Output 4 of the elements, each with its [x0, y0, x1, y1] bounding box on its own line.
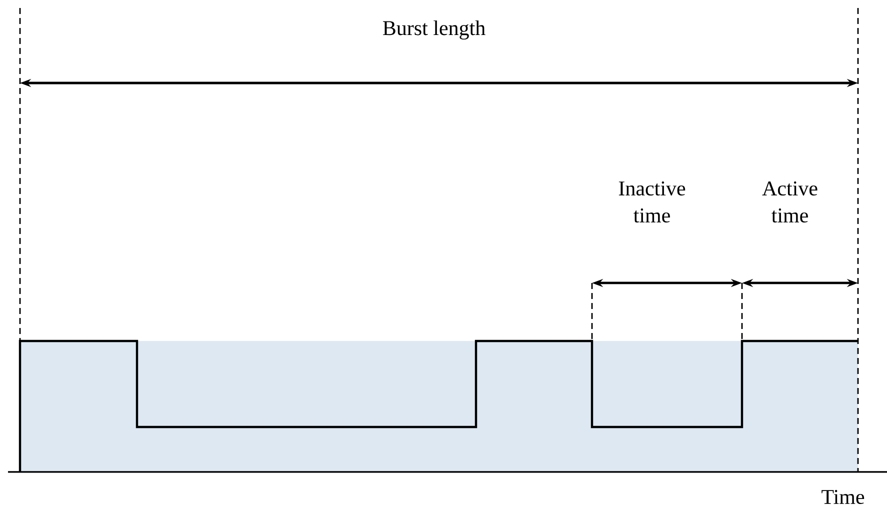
axis-label: Time — [822, 490, 864, 504]
dimension-label: Burst length — [383, 20, 486, 40]
dimension-label: Active time — [762, 181, 818, 223]
dimension-label: Inactive time — [618, 181, 686, 223]
